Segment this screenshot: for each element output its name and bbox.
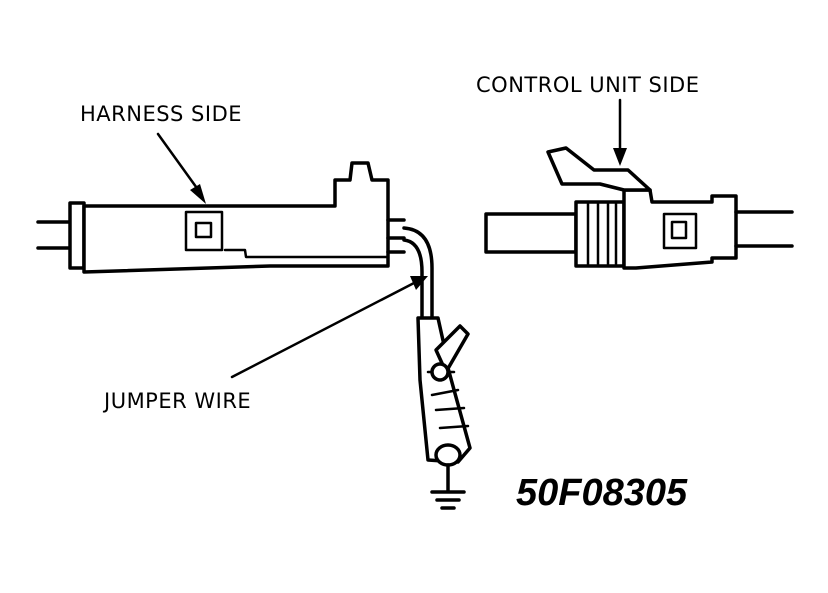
harness-side-leader: [156, 132, 206, 204]
control-unit-side-leader: [613, 98, 627, 166]
jumper-wire-label: JUMPER WIRE: [104, 389, 252, 413]
jumper-wire-leader: [230, 276, 428, 379]
control-unit-side-label: CONTROL UNIT SIDE: [476, 73, 700, 97]
ground-symbol: [430, 490, 466, 510]
control-unit-side-connector: [484, 146, 794, 270]
figure-code: 50F08305: [516, 472, 688, 514]
jumper-wire: [402, 226, 472, 492]
harness-side-label: HARNESS SIDE: [80, 102, 243, 126]
harness-side-connector: [36, 161, 406, 274]
